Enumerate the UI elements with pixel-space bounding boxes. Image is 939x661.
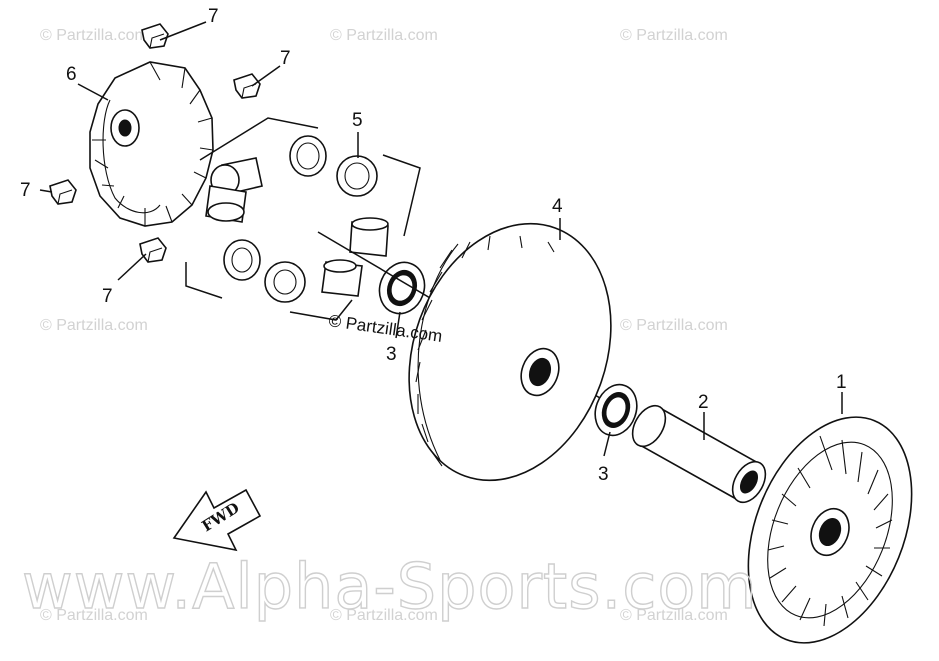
callout-7: 7 [20,180,31,201]
slider-clip-part-7 [139,237,167,263]
weight-roller-part-5 [223,239,261,281]
callout-4: 4 [552,196,563,217]
weight-roller-part-5 [321,259,363,297]
fixed-drive-face-part-1 [747,416,913,644]
weight-roller-part-5 [349,217,389,257]
watermark-text: © Partzilla.com [330,27,438,44]
callout-7: 7 [280,48,291,69]
watermark-text: © Partzilla.com [40,27,148,44]
watermark-text: © Partzilla.com [330,607,438,624]
bushing-sleeve-part-2 [631,404,767,504]
callout-5: 5 [352,110,363,131]
watermark-text: © Partzilla.com [620,27,728,44]
slider-clip-part-7 [233,73,261,99]
callout-3: 3 [386,344,397,365]
weight-roller-part-5 [336,155,378,197]
callout-numbers: 7 7 7 7 6 5 4 3 3 2 1 [20,6,847,485]
slider-clip-part-7 [49,179,77,205]
background-watermarks: © Partzilla.com © Partzilla.com © Partzi… [40,27,728,624]
ramp-plate-part-6 [89,61,214,227]
weight-roller-part-5 [289,135,327,177]
weight-roller-part-5 [264,261,306,303]
callout-7: 7 [102,286,113,307]
forward-direction-arrow: FWD [172,488,262,552]
callout-6: 6 [66,64,77,85]
leader-lines [39,21,843,457]
callout-7: 7 [208,6,219,27]
watermark-text: © Partzilla.com [620,607,728,624]
watermark-text: © Partzilla.com [40,317,148,334]
callout-3: 3 [598,464,609,485]
callout-1: 1 [836,372,847,393]
weight-roller-part-5 [205,185,247,223]
watermark-text: © Partzilla.com [40,607,148,624]
movable-drive-face-part-4 [408,222,612,482]
slider-clip-part-7 [141,23,169,49]
watermark-text: © Partzilla.com [620,317,728,334]
roller-group-bracket [185,117,421,321]
alpha-sports-watermark: www.Alpha-Sports.com [22,550,758,623]
oil-seal-part-3 [594,383,638,437]
callout-2: 2 [698,392,709,413]
